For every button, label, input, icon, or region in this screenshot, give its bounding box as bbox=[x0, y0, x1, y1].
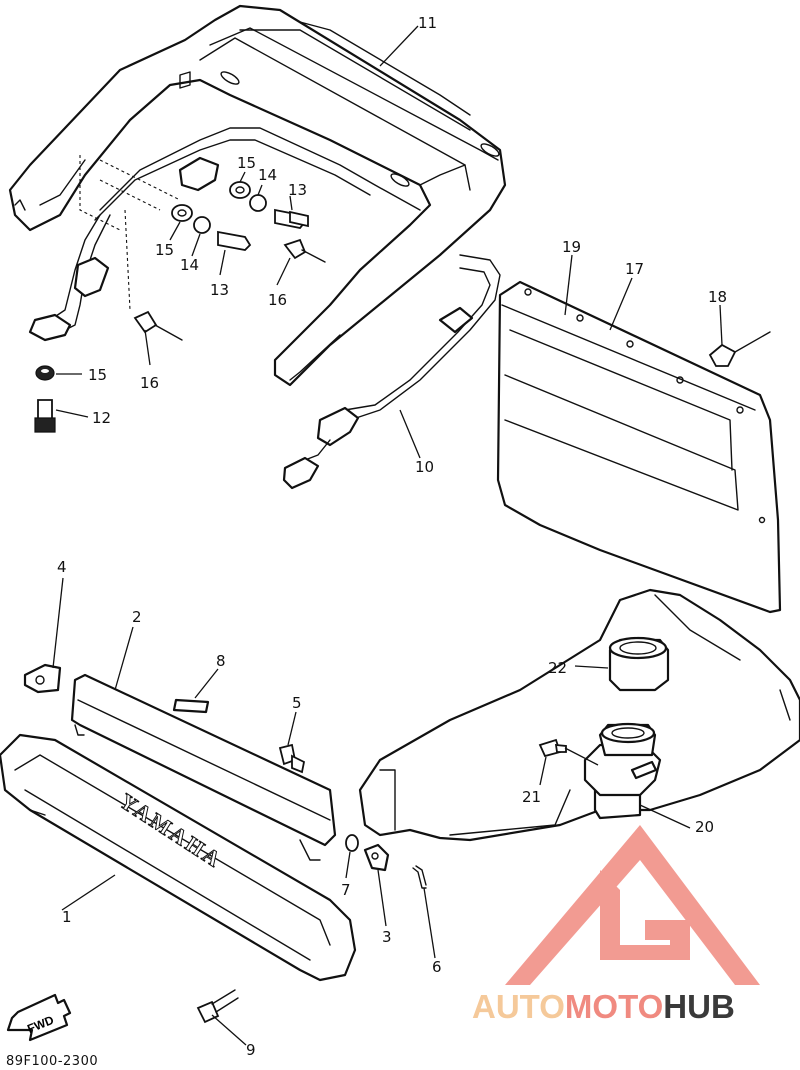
part-21-screw bbox=[538, 738, 567, 758]
part-1-front-cover bbox=[0, 733, 357, 982]
part-20-filler-cap bbox=[583, 722, 662, 820]
watermark-triangle bbox=[505, 825, 760, 985]
callout-15-top: 15 bbox=[237, 154, 256, 172]
part-11-rear-carrier bbox=[8, 4, 507, 387]
part-3-clip bbox=[363, 843, 390, 872]
callout-5: 5 bbox=[292, 694, 302, 712]
part-7-washer bbox=[345, 834, 359, 852]
callout-22: 22 bbox=[548, 659, 567, 677]
watermark-text: AUTOMOTOHUB bbox=[472, 988, 735, 1025]
callout-6: 6 bbox=[432, 958, 442, 976]
part-2-plate bbox=[70, 673, 337, 861]
watermark-inner-mark bbox=[600, 870, 690, 960]
callout-20: 20 bbox=[695, 818, 714, 836]
watermark-part1: AUTO bbox=[472, 988, 565, 1025]
callout-labels: 11 15 14 13 15 14 13 16 16 15 12 10 19 1… bbox=[57, 14, 727, 1059]
callout-16-left: 16 bbox=[140, 374, 159, 392]
callout-4: 4 bbox=[57, 558, 67, 576]
callout-14-top: 14 bbox=[258, 166, 277, 184]
callout-10: 10 bbox=[415, 458, 434, 476]
callout-7: 7 bbox=[341, 881, 351, 899]
callout-1: 1 bbox=[62, 908, 72, 926]
part-18-push-rivet bbox=[708, 331, 771, 367]
svg-text:AUTOMOTOHUB: AUTOMOTOHUB bbox=[472, 988, 735, 1025]
callout-15-mid: 15 bbox=[155, 241, 174, 259]
inner-tube-frame bbox=[28, 127, 421, 342]
callout-15-left: 15 bbox=[88, 366, 107, 384]
hardware-cluster-top bbox=[79, 155, 326, 311]
callout-12: 12 bbox=[92, 409, 111, 427]
part-8-label bbox=[172, 698, 210, 714]
callout-13-mid: 13 bbox=[210, 281, 229, 299]
callout-8: 8 bbox=[216, 652, 226, 670]
callout-3: 3 bbox=[382, 928, 392, 946]
callout-11: 11 bbox=[418, 14, 437, 32]
part-17-mud-flap bbox=[496, 280, 782, 614]
callout-13-top: 13 bbox=[288, 181, 307, 199]
part-10-rear-frame bbox=[282, 254, 501, 490]
callout-18: 18 bbox=[708, 288, 727, 306]
fwd-arrow-icon: FWD bbox=[6, 993, 72, 1042]
part-5-fastener bbox=[278, 743, 306, 774]
callout-17: 17 bbox=[625, 260, 644, 278]
watermark-part2: MOTO bbox=[565, 988, 663, 1025]
callout-16-top: 16 bbox=[268, 291, 287, 309]
callout-14-mid: 14 bbox=[180, 256, 199, 274]
hardware-cluster-bottom-left bbox=[34, 310, 183, 433]
part-6-spring-clip bbox=[412, 865, 427, 889]
watermark-part3: HUB bbox=[663, 988, 735, 1025]
part-4-bracket bbox=[23, 663, 62, 694]
diagram-code: 89F100-2300 bbox=[6, 1054, 99, 1069]
callout-2: 2 bbox=[132, 608, 142, 626]
fuel-tank bbox=[358, 588, 800, 842]
part-9-bolt bbox=[196, 989, 239, 1024]
part-22-cap-cover bbox=[608, 636, 670, 692]
callout-19: 19 bbox=[562, 238, 581, 256]
callout-21: 21 bbox=[522, 788, 541, 806]
callout-9: 9 bbox=[246, 1041, 256, 1059]
watermark-logo bbox=[505, 825, 760, 985]
leader-lines bbox=[52, 25, 723, 1046]
